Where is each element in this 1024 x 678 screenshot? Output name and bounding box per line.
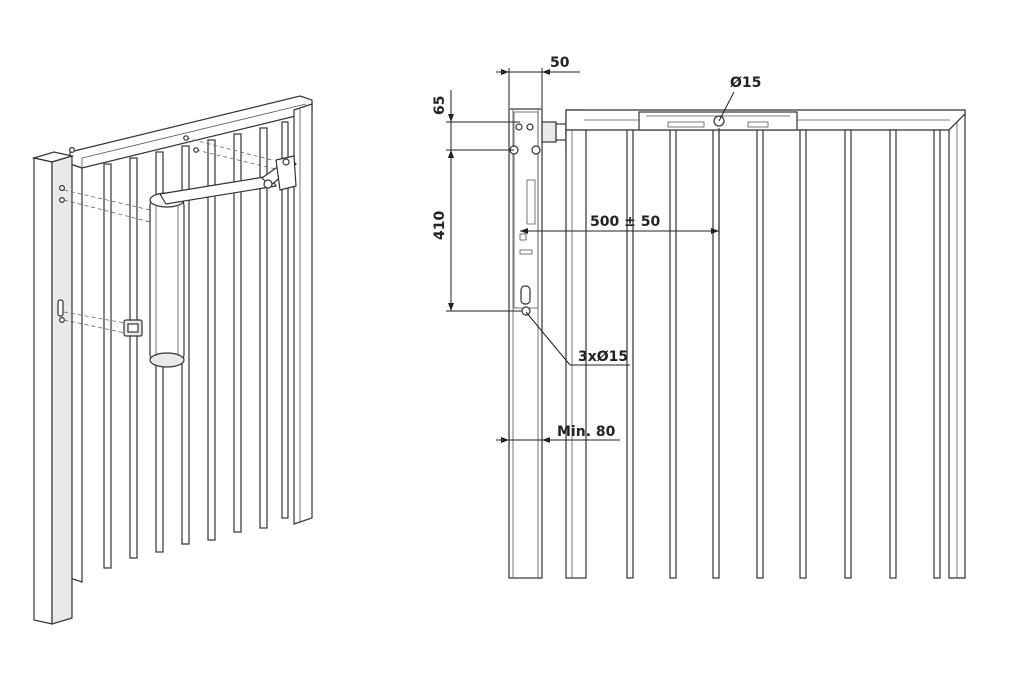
closer-cylinder: [149, 192, 185, 368]
gate-top-rail: [69, 95, 313, 169]
post-slot: [57, 299, 64, 317]
post-hole: [58, 317, 65, 324]
post-hole: [515, 123, 523, 131]
bottom-bracket: [123, 319, 143, 337]
front-gate-frame: [565, 109, 966, 579]
label-post-width: 50: [550, 55, 570, 71]
label-top-hole: Ø15: [730, 75, 761, 91]
gate-right-stile: [293, 103, 313, 525]
isometric-view: [31, 95, 313, 625]
post-hole: [526, 123, 534, 131]
label-top-offset: 65: [432, 96, 448, 115]
rail-screw: [183, 135, 189, 141]
label-arm-distance: 500 ± 50: [590, 214, 660, 230]
post-hole: [58, 197, 65, 204]
post-hole: [521, 306, 531, 316]
label-min-post: Min. 80: [557, 424, 616, 440]
rail-screw: [193, 147, 199, 153]
dim-min-post: Min. 80: [496, 424, 620, 443]
label-hole-spacing: 410: [432, 211, 448, 240]
front-view: 50 65 410 500 ± 50: [432, 55, 966, 579]
dim-post-width: 50: [496, 55, 580, 108]
label-post-holes: 3xØ15: [578, 349, 628, 365]
dim-hole-spacing: 410: [432, 150, 522, 312]
post-slot: [520, 285, 531, 305]
post-hole: [531, 145, 541, 155]
front-closer-arm: [638, 111, 798, 131]
dim-post-holes: 3xØ15: [525, 311, 630, 366]
dim-top-offset: 65: [432, 90, 520, 158]
closer-arm: [159, 155, 297, 205]
dim-top-hole: Ø15: [718, 75, 761, 122]
assembly-lines: [63, 137, 281, 335]
post-hole: [58, 185, 65, 192]
rail-screw: [68, 147, 75, 154]
front-gate-bars: [626, 129, 941, 579]
front-post: [508, 108, 543, 579]
fixed-post: [31, 151, 75, 625]
dim-arm-distance: 500 ± 50: [520, 128, 720, 236]
